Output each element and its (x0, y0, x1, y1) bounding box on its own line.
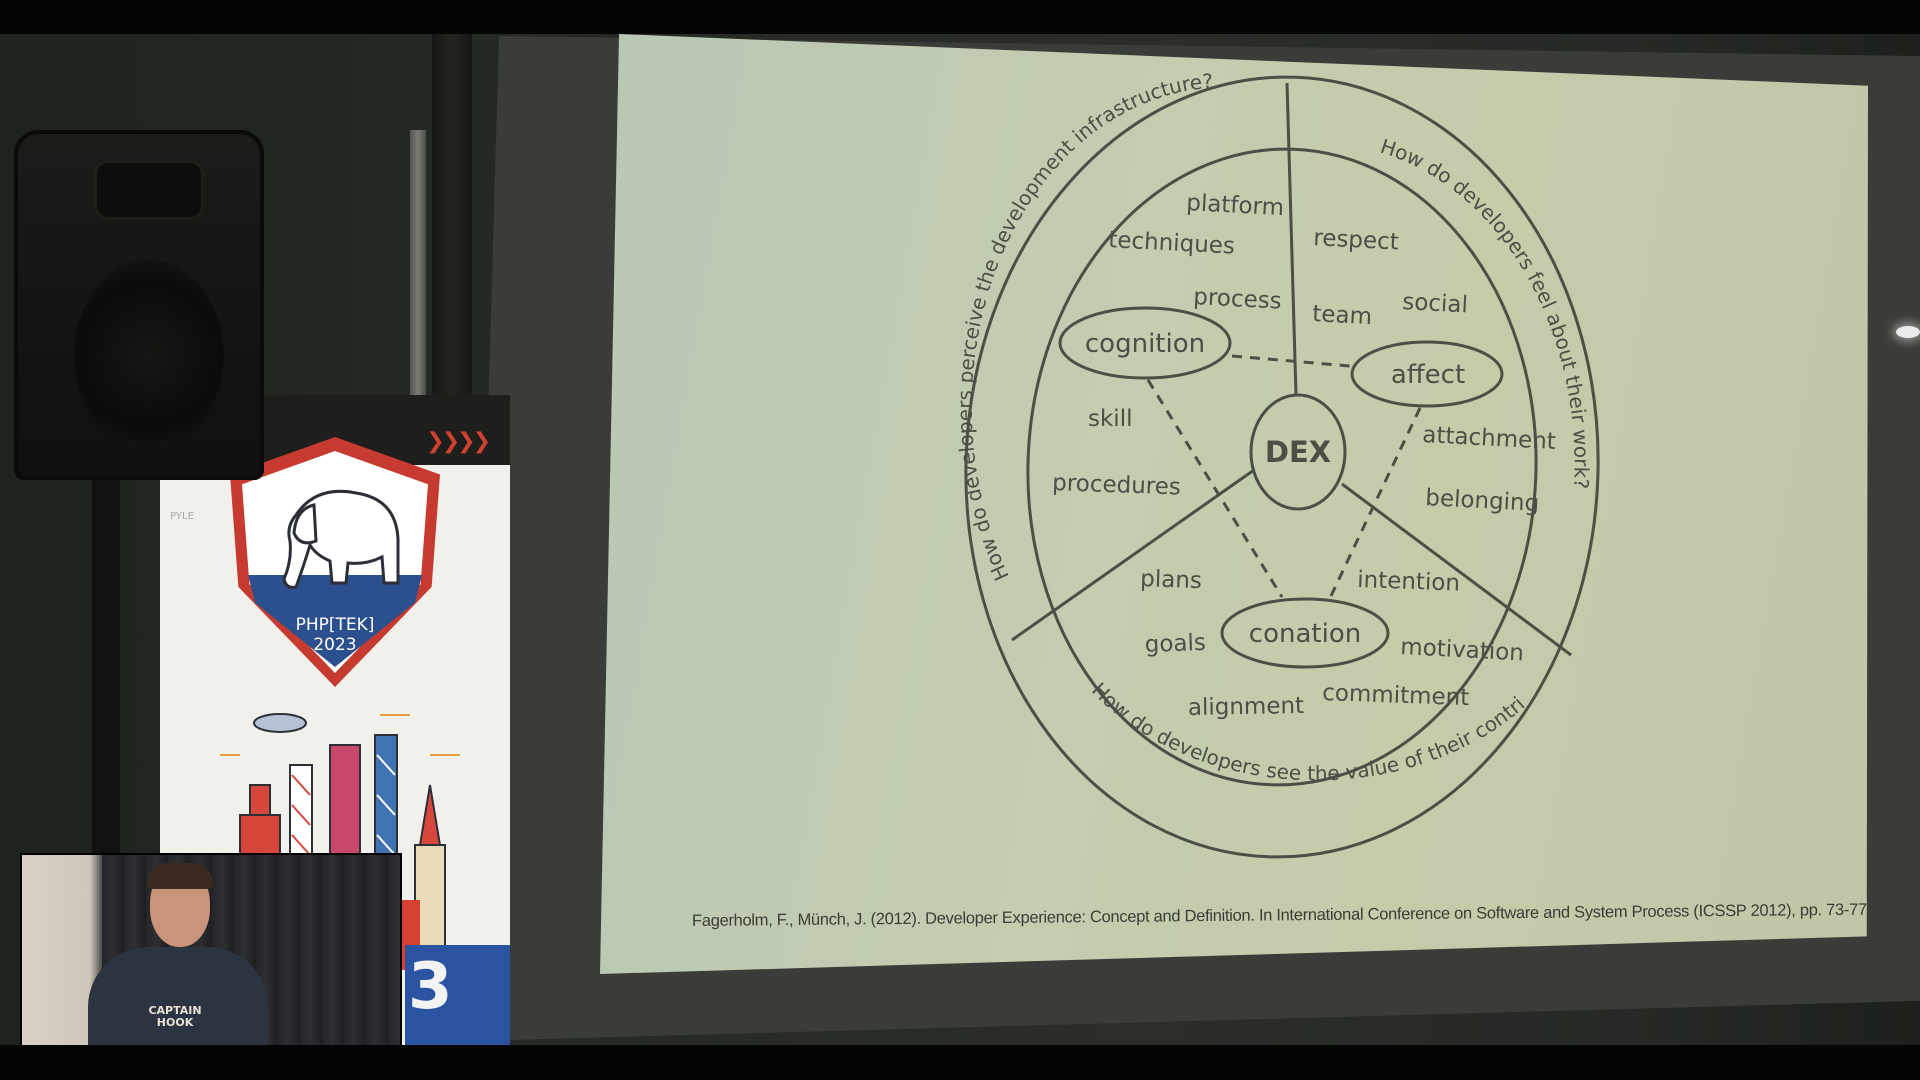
presenter-shirt-line2: HOOK (156, 1016, 194, 1029)
affect-label: affect (1391, 360, 1465, 390)
term-intention: intention (1357, 567, 1461, 597)
term-commitment: commitment (1322, 680, 1470, 711)
outer-ring (964, 75, 1600, 859)
term-alignment: alignment (1188, 693, 1305, 721)
question-cognition: How do developers perceive the developme… (953, 69, 1214, 585)
banner-logo-text: PHP[TEK] 2023 (250, 615, 420, 655)
presenter-camera-inset: CAPTAIN HOOK (20, 853, 402, 1067)
light-stand-pole (410, 130, 426, 410)
letterbox-top (0, 0, 1920, 34)
wall-light (1896, 326, 1920, 338)
dex-label: DEX (1265, 435, 1331, 469)
banner-logo-name: PHP[TEK] (295, 615, 375, 635)
banner-numeral: 3 (408, 950, 453, 1024)
divider-right (1341, 482, 1572, 657)
speaker-stand (92, 470, 120, 890)
banner-logo-year: 2023 (313, 635, 357, 655)
presenter-shirt-logo: CAPTAIN HOOK (140, 1005, 210, 1029)
affect-oval (1350, 340, 1504, 408)
term-procedures: procedures (1052, 470, 1182, 500)
cognition-oval (1058, 306, 1232, 380)
term-social: social (1402, 289, 1469, 318)
conation-label: conation (1249, 619, 1361, 649)
banner-blue-panel (405, 945, 510, 1045)
presenter-shirt-line1: CAPTAIN (148, 1004, 202, 1017)
presenter-hair (147, 863, 213, 889)
dashed-link-cognition-affect (1231, 354, 1351, 368)
divider-top (1285, 82, 1298, 396)
term-belonging: belonging (1425, 485, 1540, 517)
term-respect: respect (1313, 225, 1400, 255)
term-platform: platform (1186, 190, 1285, 221)
projection-screen (600, 34, 1868, 974)
elephant-icon (282, 489, 400, 589)
cognition-label: cognition (1085, 329, 1205, 359)
chevron-arrows-icon: ❯❯❯❯ (426, 429, 491, 454)
term-team: team (1312, 301, 1373, 330)
speaker-brand-badge: PYLE (170, 511, 194, 522)
dashed-link-cognition-conation (1146, 379, 1284, 598)
pa-speaker: PYLE (14, 130, 264, 522)
divider-left (1011, 468, 1255, 642)
speaker-horn (94, 160, 204, 220)
term-process: process (1193, 284, 1283, 315)
inner-ring (1026, 147, 1538, 787)
term-goals: goals (1144, 630, 1206, 658)
term-plans: plans (1140, 566, 1203, 594)
term-motivation: motivation (1400, 634, 1525, 666)
speaker-woofer (74, 260, 224, 450)
dex-circle (1249, 393, 1347, 511)
letterbox-bottom (0, 1045, 1920, 1080)
term-skill: skill (1088, 406, 1132, 432)
term-techniques: techniques (1108, 227, 1236, 260)
conation-oval (1220, 597, 1390, 669)
term-attachment: attachment (1422, 422, 1557, 455)
